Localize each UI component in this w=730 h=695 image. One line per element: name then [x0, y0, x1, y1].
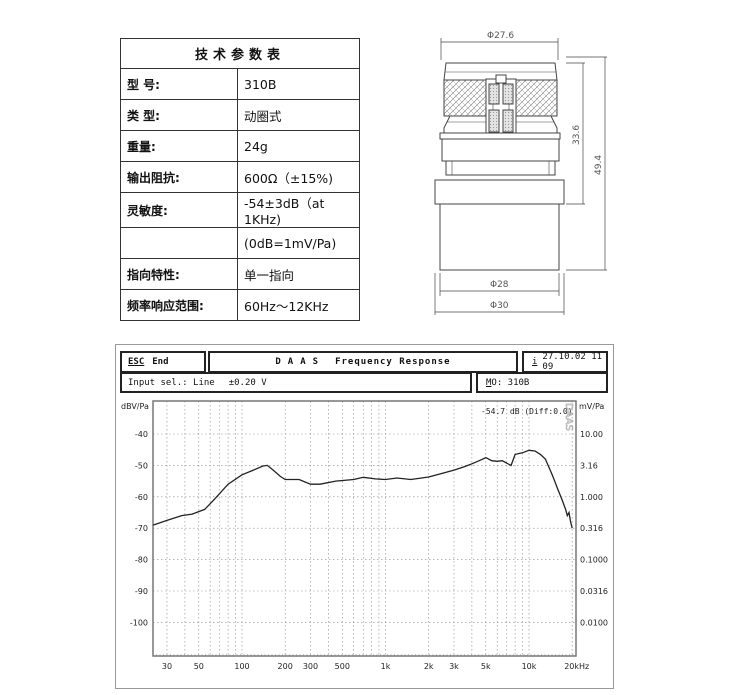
spec-table-title: 技术参数表: [120, 38, 360, 69]
svg-text:10.00: 10.00: [580, 430, 603, 439]
svg-text:-100: -100: [130, 618, 148, 627]
datetime-label: 27.10.02 11 09: [542, 352, 603, 372]
svg-text:-80: -80: [135, 556, 148, 565]
chart-grid: [152, 401, 576, 656]
y-axis-left: -40 -50 -60 -70 -80 -90 -100: [130, 430, 148, 627]
spec-key: 频率响应范围:: [120, 289, 238, 321]
dim-body-diameter: Φ28: [490, 280, 509, 290]
svg-text:1.000: 1.000: [580, 493, 603, 502]
spec-value: -54±3dB（at 1KHz): [237, 192, 360, 228]
dim-top-diameter: Φ27.6: [487, 31, 514, 41]
cursor-reading: -54.7 dB (Diff:0.0): [481, 407, 573, 416]
left-unit-label: dBV/Pa: [121, 402, 149, 411]
response-curve: [152, 449, 573, 529]
spec-row: 输出阻抗:600Ω（±15%): [120, 161, 360, 193]
svg-text:500: 500: [335, 662, 350, 671]
svg-text:300: 300: [303, 662, 318, 671]
plot-area: [152, 400, 577, 657]
svg-text:200: 200: [278, 662, 293, 671]
spec-row: 频率响应范围:60Hz～12KHz: [120, 289, 360, 321]
daas-watermark: DAAS: [563, 403, 574, 431]
svg-text:-60: -60: [135, 493, 148, 502]
frequency-response-chart: -40 -50 -60 -70 -80 -90 -100 10.00 3.16 1.000 0.3…: [121, 400, 608, 671]
spec-row: 类 型:动圈式: [120, 99, 360, 131]
svg-text:20kHz: 20kHz: [564, 662, 589, 671]
dim-base-diameter: Φ30: [490, 301, 509, 311]
spec-row: (0dB=1mV/Pa): [120, 227, 360, 259]
svg-text:10k: 10k: [522, 662, 537, 671]
spec-key: 型 号:: [120, 68, 238, 100]
spec-value: 24g: [237, 130, 360, 162]
x-axis: 30 50 100 200 300 500 1k 2k 3k 5k 10k 20kHz: [162, 662, 589, 671]
end-label: End: [152, 357, 169, 367]
input-select-label: Input sel.: Line: [128, 377, 215, 388]
info-icon: i: [532, 357, 538, 367]
svg-text:30: 30: [162, 662, 172, 671]
right-unit-label: mV/Pa: [579, 402, 604, 411]
svg-text:2k: 2k: [424, 662, 434, 671]
analyzer-window: ESC End DAAS Frequency Response i 27.10.…: [115, 344, 614, 689]
spec-value: 60Hz～12KHz: [237, 289, 360, 321]
spec-key: 输出阻抗:: [120, 161, 238, 193]
y-axis-right: 10.00 3.16 1.000 0.316 0.1000 0.0316 0.0100: [580, 430, 608, 627]
svg-text:3.16: 3.16: [580, 461, 598, 470]
svg-text:0.316: 0.316: [580, 524, 603, 533]
spec-value: 单一指向: [237, 258, 360, 290]
title-label: Frequency Response: [335, 357, 451, 367]
model-label: O: 310B: [491, 377, 530, 388]
svg-text:1k: 1k: [381, 662, 391, 671]
svg-text:-50: -50: [135, 461, 148, 470]
brand-label: DAAS: [275, 357, 326, 367]
input-level-value: ±0.20 V: [228, 377, 267, 388]
esc-key-label: ESC: [128, 357, 145, 367]
spec-key: 指向特性:: [120, 258, 238, 290]
svg-text:3k: 3k: [449, 662, 459, 671]
input-select-box[interactable]: Input sel.: Line ±0.20 V: [120, 372, 472, 393]
capsule-technical-drawing: Φ27.6 33.6 49.4 Φ28 Φ30: [434, 31, 607, 315]
spec-key: 重量:: [120, 130, 238, 162]
svg-text:-90: -90: [135, 587, 148, 596]
svg-text:0.0316: 0.0316: [580, 587, 608, 596]
spec-table: 技术参数表 型 号:310B 类 型:动圈式 重量:24g 输出阻抗:600Ω（…: [120, 38, 360, 321]
spec-row: 重量:24g: [120, 130, 360, 162]
svg-text:5k: 5k: [481, 662, 491, 671]
spec-key: 灵敏度:: [120, 192, 238, 228]
svg-text:-70: -70: [135, 524, 148, 533]
svg-text:-40: -40: [135, 430, 148, 439]
svg-text:0.0100: 0.0100: [580, 618, 608, 627]
spec-value: (0dB=1mV/Pa): [237, 227, 360, 259]
spec-value: 310B: [237, 68, 360, 100]
svg-text:50: 50: [194, 662, 204, 671]
spec-row: 型 号:310B: [120, 68, 360, 100]
spec-value: 600Ω（±15%): [237, 161, 360, 193]
model-key: M: [486, 377, 492, 388]
svg-text:0.1000: 0.1000: [580, 556, 608, 565]
spec-key: 类 型:: [120, 99, 238, 131]
dim-height-inner: 33.6: [572, 125, 582, 145]
spec-value: 动圈式: [237, 99, 360, 131]
spec-key: [120, 227, 238, 259]
dim-height-total: 49.4: [594, 155, 604, 175]
spec-row: 灵敏度:-54±3dB（at 1KHz): [120, 192, 360, 228]
svg-text:100: 100: [234, 662, 249, 671]
spec-row: 指向特性:单一指向: [120, 258, 360, 290]
